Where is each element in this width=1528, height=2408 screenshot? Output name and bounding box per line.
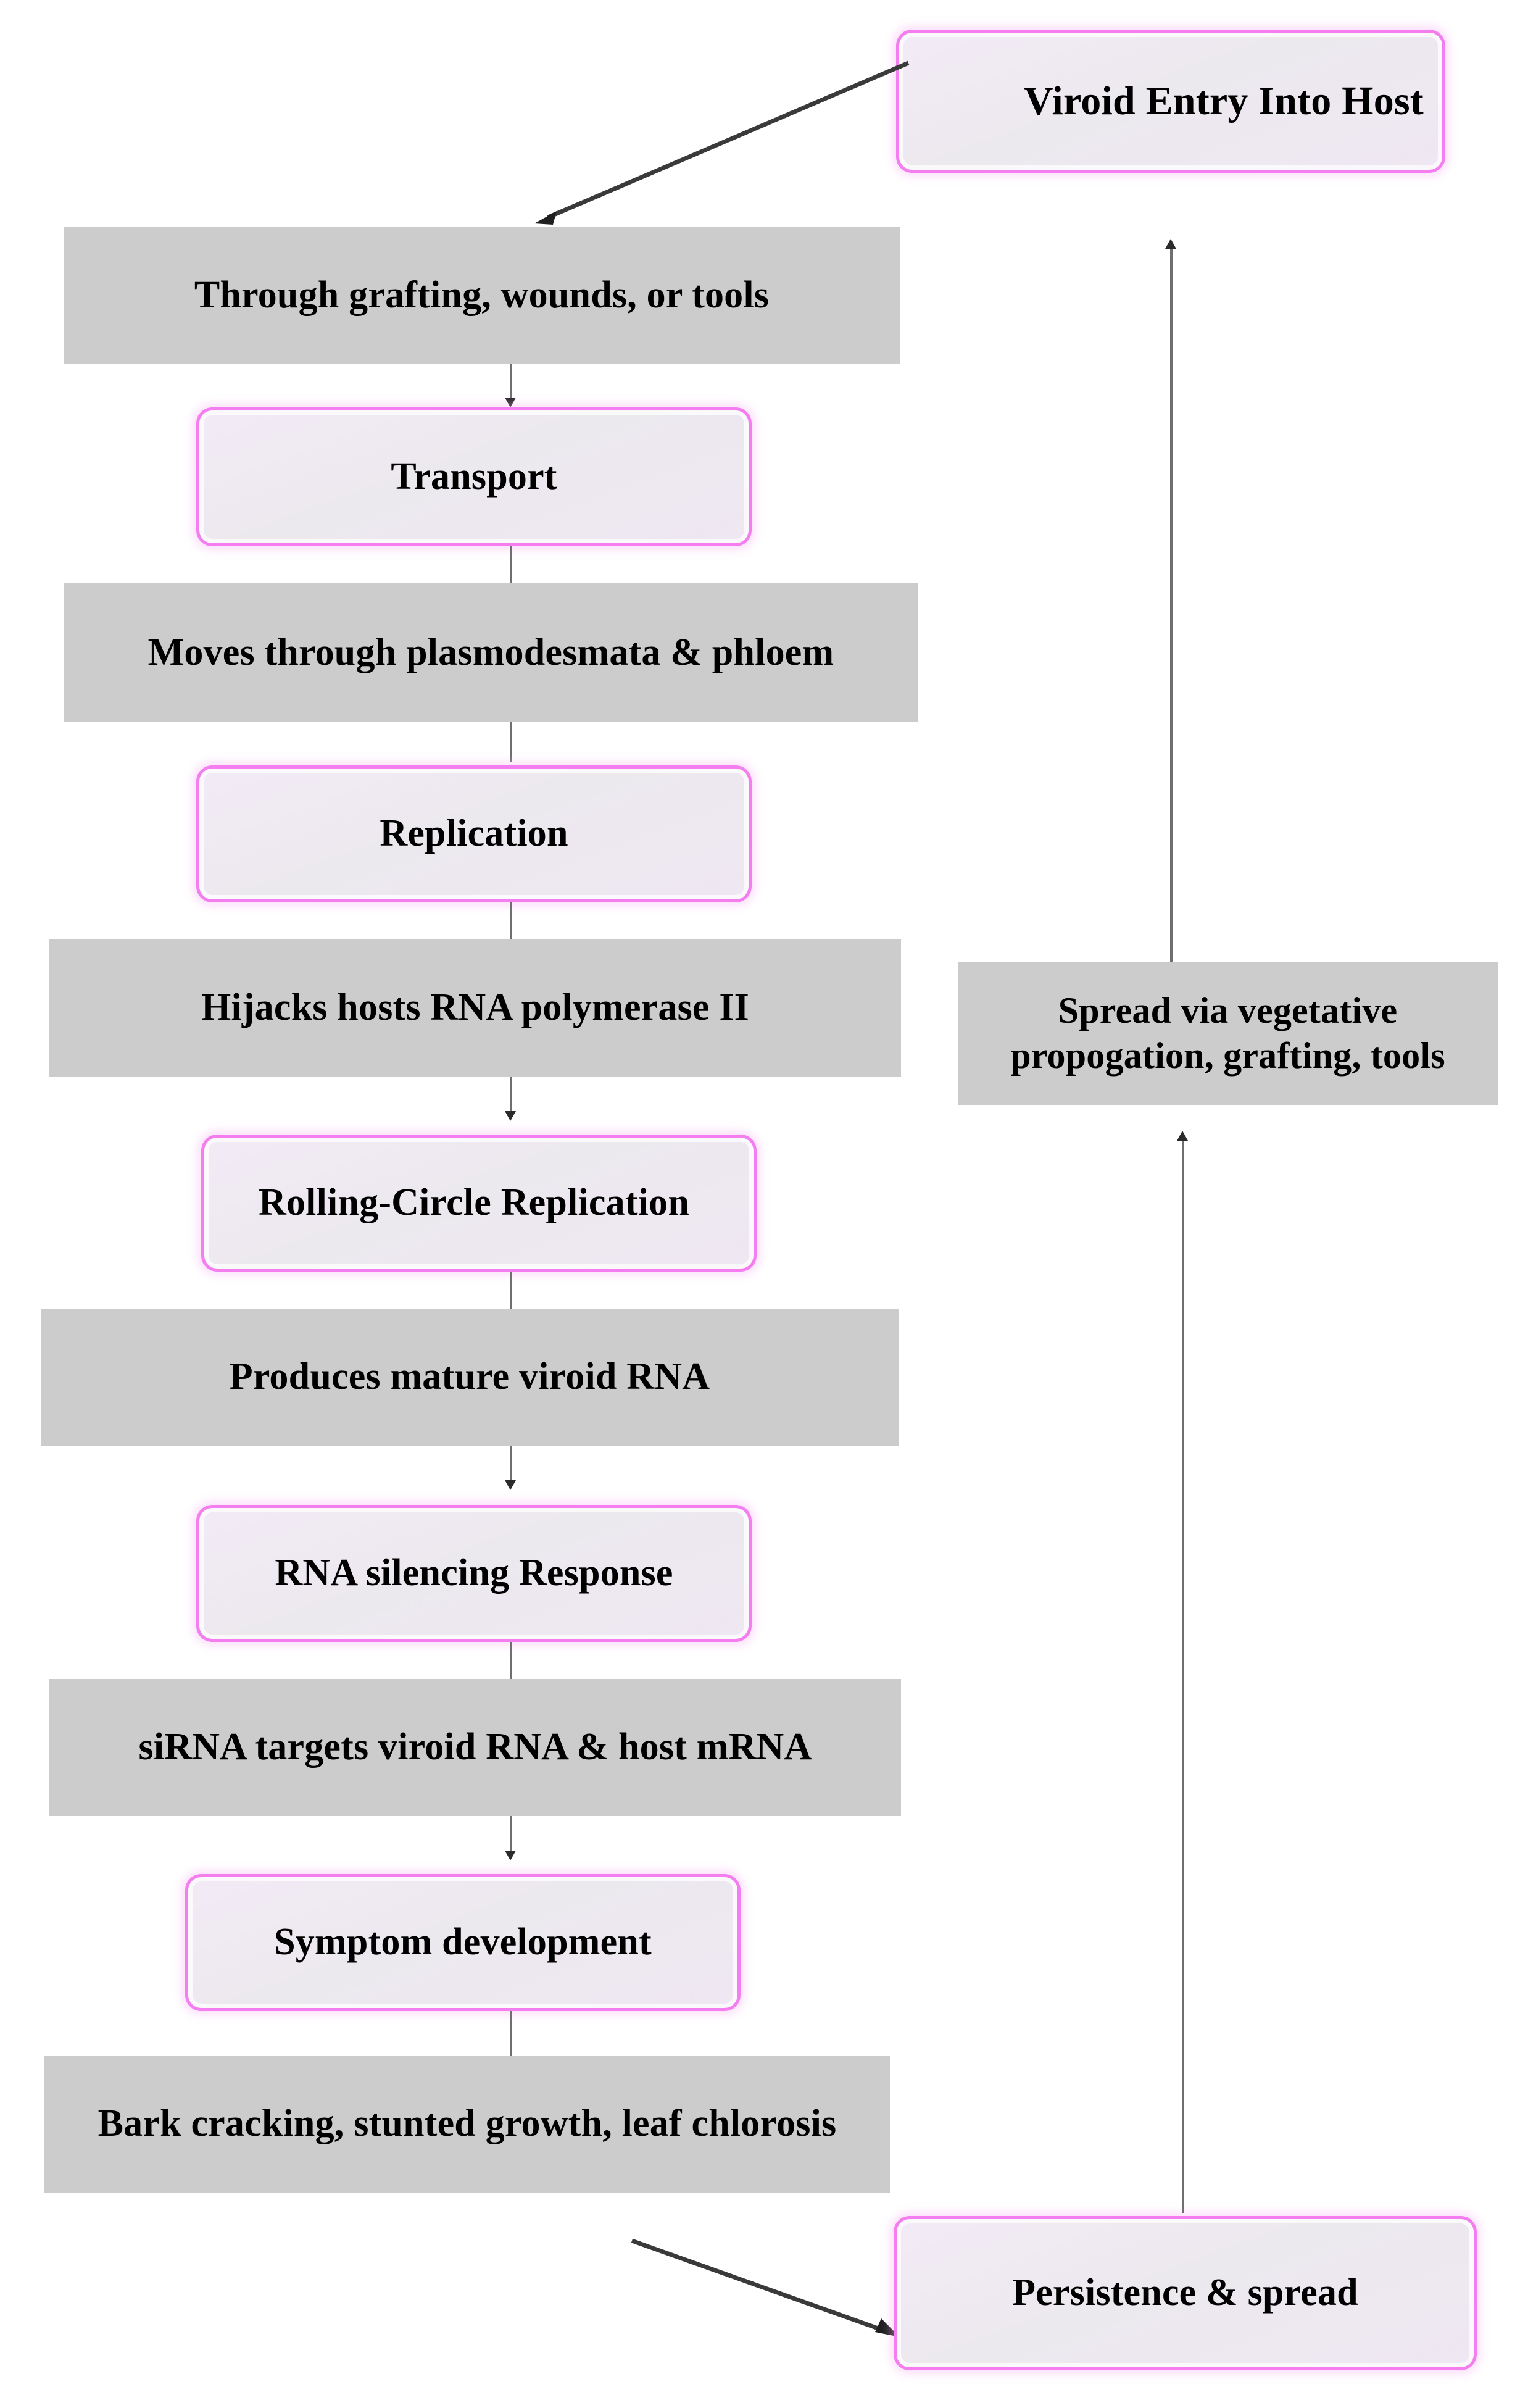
connector-silencing-sirna bbox=[510, 1642, 512, 1680]
node-spread-vegetative-line2: propogation, grafting, tools bbox=[1010, 1035, 1445, 1076]
connector-rolling-mature bbox=[510, 1272, 512, 1310]
node-symptom-development-label: Symptom development bbox=[274, 1921, 652, 1964]
connector-sirna-symptom bbox=[510, 1816, 512, 1854]
node-produces-mature-rna[interactable]: Produces mature viroid RNA bbox=[41, 1309, 899, 1446]
node-plasmodesmata[interactable]: Moves through plasmodesmata & phloem bbox=[64, 583, 918, 722]
connector-polymerase-rolling bbox=[510, 1077, 512, 1115]
arrowhead-sirna-symptom bbox=[505, 1851, 516, 1860]
node-replication-label: Replication bbox=[380, 812, 568, 855]
arrowhead-mature-silencing bbox=[505, 1480, 516, 1490]
node-produces-mature-rna-label: Produces mature viroid RNA bbox=[229, 1356, 710, 1398]
arrowhead-persistence-spread bbox=[1177, 1131, 1188, 1141]
node-symptom-development[interactable]: Symptom development bbox=[185, 1874, 741, 2011]
node-rolling-circle-replication[interactable]: Rolling-Circle Replication bbox=[201, 1135, 757, 1272]
node-spread-vegetative-line1: Spread via vegetative bbox=[1058, 989, 1398, 1031]
connector-persistence-spread bbox=[1182, 1139, 1184, 2213]
node-sirna-targets[interactable]: siRNA targets viroid RNA & host mRNA bbox=[49, 1679, 901, 1816]
node-plasmodesmata-label: Moves through plasmodesmata & phloem bbox=[147, 631, 834, 673]
connector-spread-entry bbox=[1170, 247, 1173, 962]
node-through-grafting[interactable]: Through grafting, wounds, or tools bbox=[64, 227, 900, 364]
node-bark-cracking[interactable]: Bark cracking, stunted growth, leaf chlo… bbox=[44, 2056, 890, 2193]
node-rna-polymerase-label: Hijacks hosts RNA polymerase II bbox=[201, 986, 749, 1029]
edge-bark-to-persistence bbox=[631, 2238, 900, 2337]
node-rna-polymerase[interactable]: Hijacks hosts RNA polymerase II bbox=[49, 939, 901, 1077]
node-viroid-entry-label: Viroid Entry Into Host bbox=[1024, 78, 1424, 124]
node-transport-label: Transport bbox=[391, 455, 557, 498]
node-spread-vegetative[interactable]: Spread via vegetative propogation, graft… bbox=[958, 962, 1498, 1105]
node-sirna-targets-label: siRNA targets viroid RNA & host mRNA bbox=[138, 1726, 812, 1769]
connector-mature-silencing bbox=[510, 1446, 512, 1484]
node-rna-silencing-response[interactable]: RNA silencing Response bbox=[196, 1505, 752, 1642]
node-persistence-spread-label: Persistence & spread bbox=[1012, 2272, 1358, 2314]
node-rolling-circle-replication-label: Rolling-Circle Replication bbox=[258, 1181, 690, 1224]
node-replication[interactable]: Replication bbox=[196, 765, 752, 902]
node-persistence-spread[interactable]: Persistence & spread bbox=[894, 2216, 1477, 2370]
node-transport[interactable]: Transport bbox=[196, 407, 752, 546]
connector-replication-polymerase bbox=[510, 902, 512, 943]
connector-symptom-bark bbox=[510, 2011, 512, 2056]
node-rna-silencing-response-label: RNA silencing Response bbox=[275, 1552, 673, 1594]
connector-grafting-transport bbox=[510, 364, 512, 401]
connector-plasmodesmata-replication bbox=[510, 722, 512, 762]
arrowhead-grafting-transport bbox=[505, 398, 516, 407]
arrowhead-spread-entry bbox=[1165, 239, 1176, 249]
node-bark-cracking-label: Bark cracking, stunted growth, leaf chlo… bbox=[98, 2102, 837, 2145]
arrowhead-polymerase-rolling bbox=[505, 1111, 516, 1121]
node-through-grafting-label: Through grafting, wounds, or tools bbox=[194, 274, 770, 317]
edge-entry-to-grafting bbox=[534, 60, 910, 225]
node-viroid-entry[interactable]: Viroid Entry Into Host bbox=[896, 30, 1445, 173]
connector-transport-plasmodesmata bbox=[510, 546, 512, 586]
